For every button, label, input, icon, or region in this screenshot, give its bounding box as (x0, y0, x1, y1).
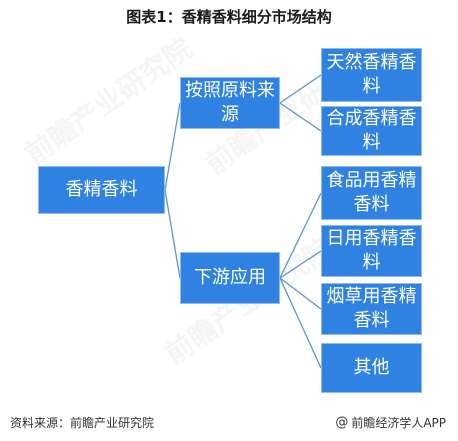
connector-root-mid2 (164, 189, 181, 279)
node-leaf-natural: 天然香精香料 (321, 48, 422, 102)
node-leaf-food: 食品用香精香料 (321, 166, 422, 220)
connector-mid2-leaf6 (279, 277, 322, 369)
source-note: 资料来源：前瞻产业研究院 (10, 416, 155, 430)
connector-root-mid1 (164, 102, 181, 191)
connector-mid2-leaf4 (279, 250, 322, 279)
node-mid-source: 按照原料来源 (180, 77, 280, 129)
node-root: 香精香料 (38, 166, 165, 214)
chart-title: 图表1：香精香料细分市场结构 (126, 8, 332, 26)
connector-mid2-leaf3 (279, 192, 322, 279)
at-icon: @ (335, 415, 349, 430)
brand-credit: @ 前瞻经济学人APP (335, 414, 446, 431)
brand-label: 前瞻经济学人APP (351, 416, 446, 430)
node-leaf-other: 其他 (321, 343, 422, 393)
connector-mid2-leaf5 (279, 277, 322, 310)
node-leaf-daily: 日用香精香料 (321, 225, 422, 277)
node-mid-application: 下游应用 (180, 252, 280, 304)
connector-mid1-leaf2 (279, 102, 322, 132)
node-leaf-synthetic: 合成香精香料 (321, 106, 422, 156)
node-leaf-tobacco: 烟草用香精香料 (321, 283, 422, 335)
connector-mid1-leaf1 (279, 74, 322, 104)
